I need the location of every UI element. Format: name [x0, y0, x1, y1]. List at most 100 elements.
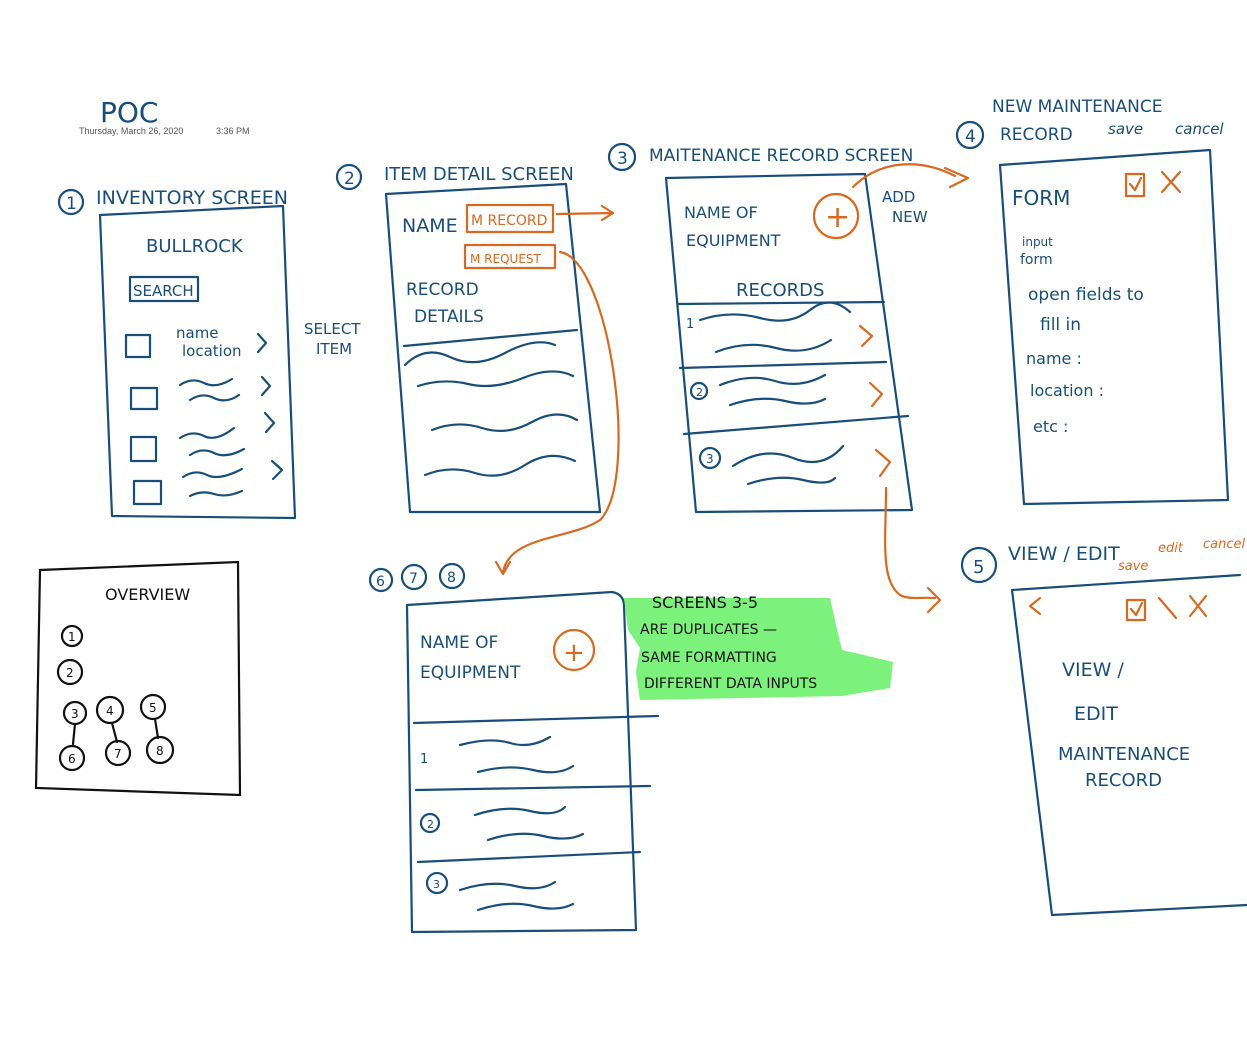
overview-node: [58, 744, 86, 772]
screen-4-number: 4: [965, 127, 976, 147]
duplicates-note: SCREENS 3-5 ARE DUPLICATES — SAME FORMAT…: [624, 593, 893, 700]
list-item-checkbox: [124, 333, 152, 359]
screen-678-equipment-2: EQUIPMENT: [420, 663, 521, 683]
close-icon: [1188, 594, 1208, 618]
overview-node: [139, 693, 167, 721]
note-highlight: [624, 598, 893, 700]
overview-node-label: 4: [106, 704, 114, 718]
screen-678-duplicates: 6 7 8 NAME OF EQUIPMENT + 1 2 3: [368, 562, 660, 934]
screen-1-inventory: 1 INVENTORY SCREEN BULLROCK SEARCH name …: [57, 187, 361, 520]
screen-4-title-line-2: RECORD: [1000, 125, 1073, 145]
screen-2-title: ITEM DETAIL SCREEN: [384, 164, 574, 185]
screen-4-body-5: etc :: [1033, 417, 1068, 436]
plus-icon: +: [825, 200, 850, 235]
edit-pencil-icon: [1157, 596, 1178, 620]
record-row-number: 1: [686, 317, 694, 332]
chevron-right-icon: [263, 411, 276, 434]
screen-6-number: 6: [376, 574, 385, 590]
record-row-number: 3: [706, 452, 714, 466]
row-squiggle: [458, 735, 575, 774]
screen-3-title: MAITENANCE RECORD SCREEN: [649, 146, 913, 166]
row-number-circle: [698, 446, 722, 470]
screen-2-divider: [402, 328, 579, 348]
screen-5-body-3: MAINTENANCE: [1058, 744, 1190, 765]
screen-3-note-line-1: ADD: [882, 188, 915, 206]
add-record-circle: [552, 628, 596, 672]
overview-node-label: 1: [68, 630, 76, 644]
screen-5-title: VIEW / EDIT: [1008, 543, 1120, 565]
screen-5-body-4: RECORD: [1085, 770, 1162, 791]
overview-node: [56, 658, 84, 686]
screen-3-maintenance-records: 3 MAITENANCE RECORD SCREEN NAME OF EQUIP…: [607, 142, 970, 614]
screen-1-number-circle: [57, 188, 85, 216]
screen-7-number: 7: [409, 571, 418, 587]
row-divider: [414, 784, 652, 792]
overview-node-label: 2: [66, 666, 74, 680]
screen-6-number-circle: [368, 567, 394, 593]
record-row-squiggle: [718, 373, 827, 407]
save-checkbox-icon: [1125, 598, 1147, 622]
record-row-squiggle: [698, 301, 852, 354]
screen-1-search-box: [128, 275, 200, 303]
screen-4-frame: [998, 148, 1230, 506]
screen-4-input-note-2: form: [1020, 252, 1053, 268]
screen-2-details-line-2: DETAILS: [414, 307, 484, 327]
screen-5-body-2: EDIT: [1074, 703, 1118, 725]
screen-5-save-label: save: [1118, 559, 1148, 574]
list-item-squiggle: [181, 467, 244, 498]
row-number-circle: [419, 812, 441, 834]
overview-panel: OVERVIEW 1 2 3 4 5 6 7 8: [34, 560, 242, 797]
screen-1-number: 1: [66, 194, 77, 214]
screen-5-body-1: VIEW /: [1062, 659, 1124, 681]
list-item-checkbox: [129, 435, 158, 463]
overview-node: [104, 739, 132, 767]
list-item-checkbox: [129, 386, 159, 411]
arrow-to-screen-3: [555, 204, 615, 222]
screen-5-edit-label: edit: [1158, 541, 1184, 556]
check-icon: [1129, 601, 1144, 617]
overview-node: [145, 735, 175, 765]
row-squiggle: [473, 805, 585, 842]
list-item-checkbox: [132, 479, 163, 506]
screen-4-number-circle: [955, 120, 985, 150]
screen-2-number-circle: [335, 163, 363, 191]
records-label: RECORDS: [736, 280, 824, 301]
screen-5-number: 5: [973, 557, 984, 578]
screen-2-number: 2: [344, 169, 355, 189]
note-line-2: ARE DUPLICATES —: [640, 622, 777, 638]
overview-node-label: 5: [149, 701, 157, 715]
screen-4-title-line-1: NEW MAINTENANCE: [992, 97, 1163, 117]
record-row-squiggle: [731, 444, 845, 486]
overview-node-label: 6: [68, 752, 76, 766]
screen-5-number-circle: [960, 546, 998, 584]
record-details-squiggle: [403, 341, 579, 477]
screen-4-form-label: FORM: [1012, 186, 1070, 210]
screen-5-frame: [1010, 573, 1247, 917]
record-row-divider: [682, 414, 910, 436]
overview-connectors: [71, 717, 160, 746]
screen-4-input-note-1: input: [1022, 235, 1053, 249]
screen-2-item-detail: 2 ITEM DETAIL SCREEN NAME M RECORD M REQ…: [335, 163, 602, 514]
row-number: 1: [420, 752, 428, 767]
save-checkbox-icon: [1124, 172, 1146, 198]
list-item-squiggle: [178, 426, 246, 457]
screen-1-note-line-2: ITEM: [316, 340, 352, 358]
screen-4-body-3: name :: [1026, 349, 1082, 368]
record-row-divider: [678, 360, 888, 370]
add-record-circle: [812, 192, 860, 240]
screen-4-new-record: 4 NEW MAINTENANCE RECORD save cancel FOR…: [955, 97, 1230, 506]
row-number: 2: [427, 818, 434, 831]
screen-1-app-name: BULLROCK: [146, 236, 244, 257]
screen-1-note-line-1: SELECT: [304, 320, 361, 338]
screen-1-search-label: SEARCH: [133, 282, 194, 300]
screen-678-divider: [412, 714, 660, 725]
note-line-1: SCREENS 3-5: [652, 593, 758, 612]
list-item-name: name: [176, 324, 219, 342]
row-number: 3: [433, 878, 440, 891]
screen-2-frame: [384, 182, 602, 514]
m-request-button: [463, 243, 557, 270]
screen-3-number: 3: [617, 149, 628, 169]
back-chevron-icon: [1028, 596, 1042, 616]
overview-title: OVERVIEW: [105, 585, 190, 604]
